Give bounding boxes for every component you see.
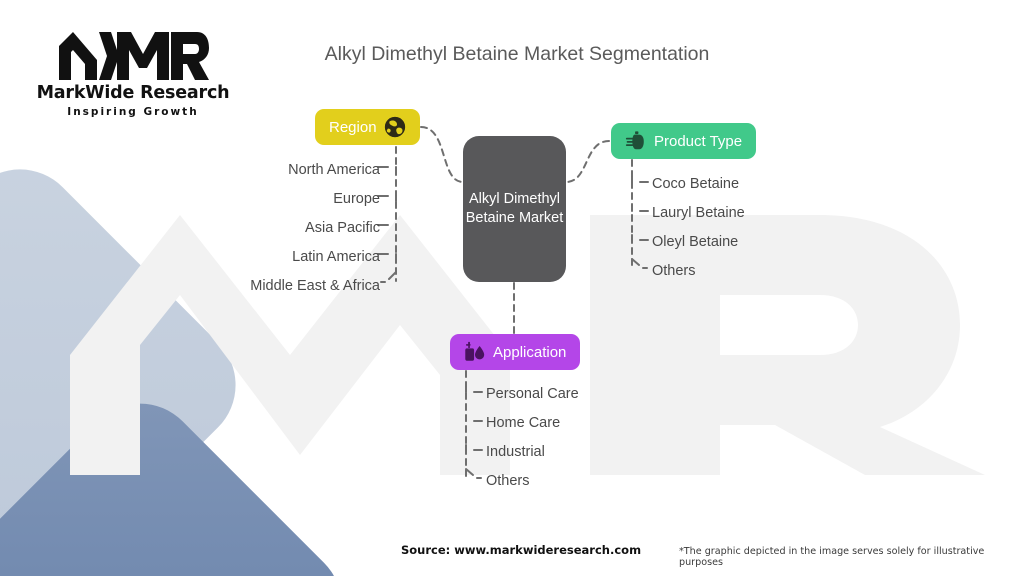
disclaimer-label: *The graphic depicted in the image serve… — [679, 546, 985, 568]
branch-label-application: Application — [493, 343, 567, 361]
list-item[interactable]: Asia Pacific — [305, 220, 380, 236]
tick-application-1 — [465, 415, 483, 422]
globe-icon — [384, 116, 406, 138]
branch-badge-product-type[interactable]: Product Type — [611, 123, 757, 159]
mwr-monogram-icon — [59, 32, 209, 80]
soap-dispenser-icon — [464, 341, 486, 363]
tick-application-3 — [465, 468, 482, 479]
list-item[interactable]: Lauryl Betaine — [652, 205, 745, 221]
branch-items-product-type: Coco Betaine Lauryl Betaine Oleyl Betain… — [652, 170, 745, 286]
center-node[interactable]: Alkyl Dimethyl Betaine Market — [463, 136, 566, 282]
brand-tagline: Inspiring Growth — [67, 106, 199, 118]
list-item[interactable]: Industrial — [486, 444, 545, 460]
tick-producttype-2 — [631, 234, 649, 241]
tick-producttype-0 — [631, 176, 649, 183]
branch-items-region: North America Europe Asia Pacific Latin … — [150, 156, 380, 301]
connector-region-to-center — [420, 126, 464, 183]
list-item[interactable]: Latin America — [292, 249, 380, 265]
tick-region-3 — [377, 253, 397, 260]
branch-items-application: Personal Care Home Care Industrial Other… — [486, 380, 579, 496]
list-item[interactable]: Europe — [333, 191, 380, 207]
list-item[interactable]: Oleyl Betaine — [652, 234, 739, 250]
brand-watermark — [70, 215, 985, 475]
list-item[interactable]: Home Care — [486, 415, 561, 431]
tick-region-4 — [380, 271, 397, 283]
list-item[interactable]: Coco Betaine — [652, 176, 740, 192]
tick-region-2 — [377, 224, 397, 231]
list-item[interactable]: Personal Care — [486, 386, 579, 402]
branch-badge-application[interactable]: Application — [450, 334, 581, 370]
tick-producttype-1 — [631, 205, 649, 212]
center-node-label: Alkyl Dimethyl Betaine Market — [465, 191, 564, 226]
spray-bottle-icon — [625, 130, 647, 152]
branch-label-product-type: Product Type — [654, 132, 743, 150]
tick-region-1 — [377, 195, 397, 202]
tick-region-0 — [377, 166, 397, 173]
connector-producttype-to-center — [565, 140, 610, 183]
tick-producttype-3 — [631, 258, 648, 269]
list-item[interactable]: Others — [652, 263, 696, 279]
branch-badge-region[interactable]: Region — [315, 109, 420, 145]
branch-label-region: Region — [329, 118, 377, 136]
source-label: Source: www.markwideresearch.com — [401, 543, 642, 557]
tick-application-0 — [465, 386, 483, 393]
list-item[interactable]: Middle East & Africa — [250, 278, 380, 294]
list-item[interactable]: Others — [486, 473, 530, 489]
tick-application-2 — [465, 444, 483, 451]
list-item[interactable]: North America — [288, 162, 380, 178]
brand-logo: MarkWide Research Inspiring Growth — [28, 30, 238, 118]
page-title: Alkyl Dimethyl Betaine Market Segmentati… — [324, 43, 710, 65]
brand-name: MarkWide Research — [36, 83, 230, 103]
